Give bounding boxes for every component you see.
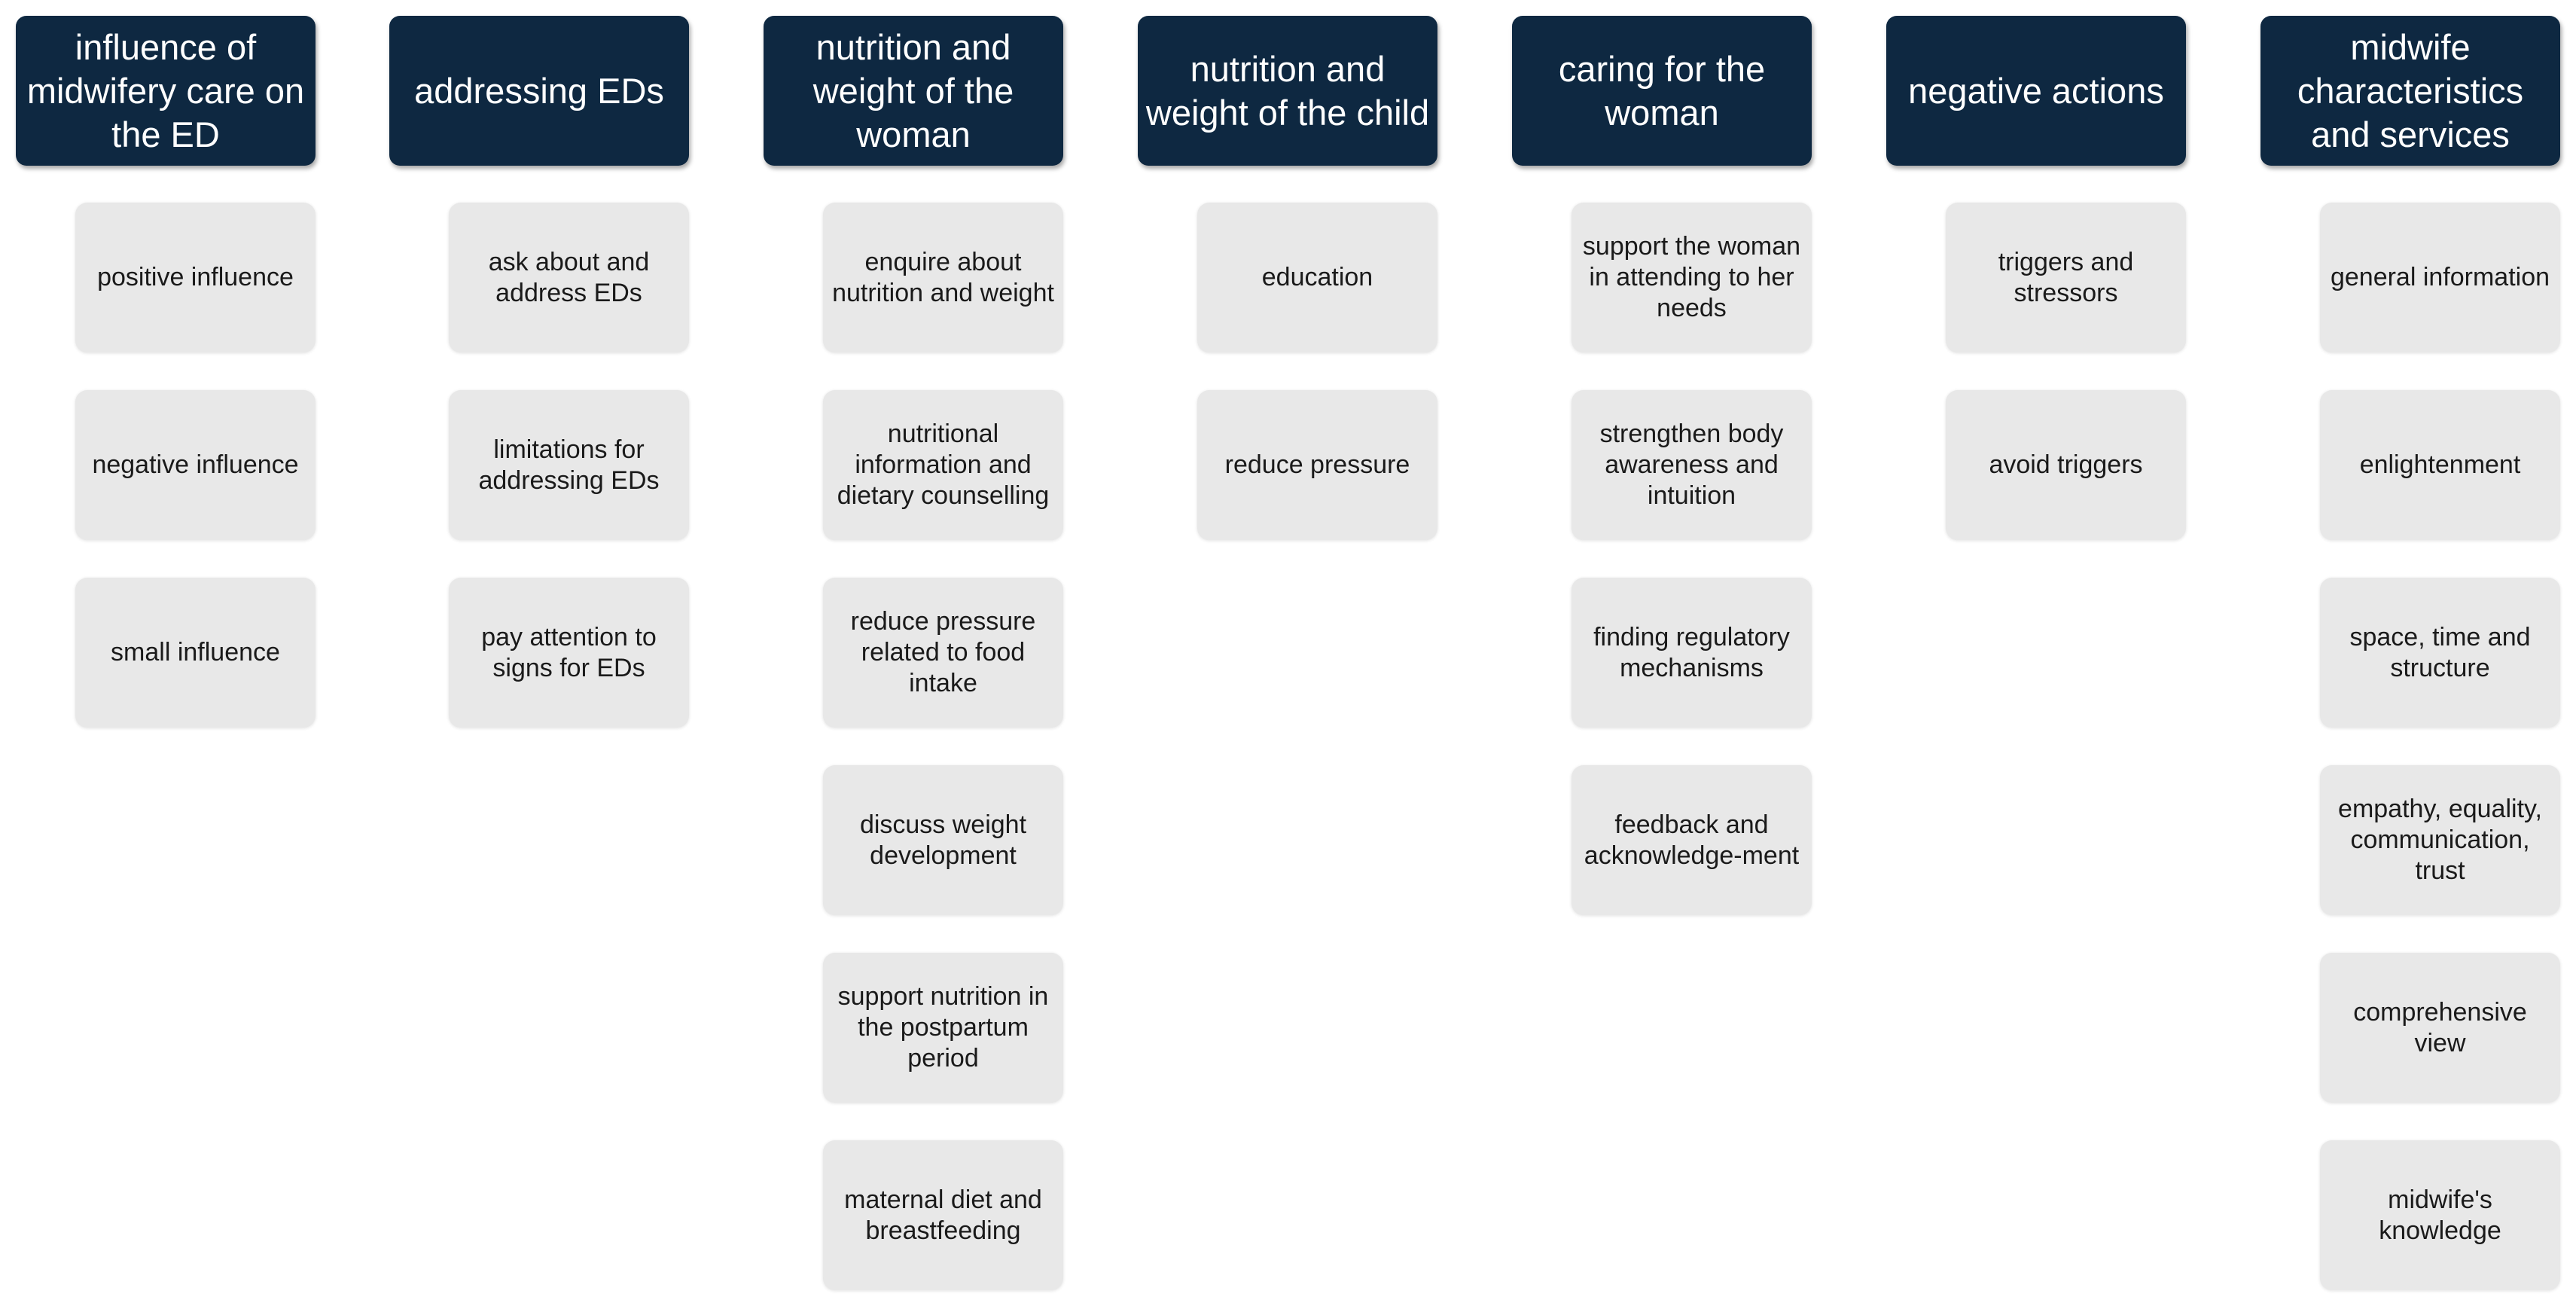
column-negative-actions: negative actions triggers and stressors …: [1886, 0, 2187, 1306]
item-card: comprehensive view: [2320, 953, 2560, 1103]
item-card: triggers and stressors: [1946, 203, 2186, 352]
item-card: reduce pressure related to food intake: [823, 578, 1063, 728]
column-header: midwife characteristics and services: [2260, 16, 2560, 166]
item-card: space, time and structure: [2320, 578, 2560, 728]
column-influence-of-midwifery-care: influence of midwifery care on the ED po…: [16, 0, 317, 1306]
column-header: negative actions: [1886, 16, 2186, 166]
column-header: influence of midwifery care on the ED: [16, 16, 316, 166]
column-nutrition-weight-woman: nutrition and weight of the woman enquir…: [764, 0, 1065, 1306]
item-card: discuss weight development: [823, 765, 1063, 915]
item-card: midwife's knowledge: [2320, 1140, 2560, 1290]
item-card: general information: [2320, 203, 2560, 352]
item-card: small influence: [75, 578, 316, 728]
item-card: maternal diet and breastfeeding: [823, 1140, 1063, 1290]
item-card: negative influence: [75, 390, 316, 540]
item-card: support nutrition in the postpartum peri…: [823, 953, 1063, 1103]
column-midwife-characteristics: midwife characteristics and services gen…: [2260, 0, 2562, 1306]
item-card: pay attention to signs for EDs: [449, 578, 689, 728]
item-card: support the woman in attending to her ne…: [1572, 203, 1812, 352]
column-addressing-eds: addressing EDs ask about and address EDs…: [389, 0, 690, 1306]
item-card: ask about and address EDs: [449, 203, 689, 352]
item-card: education: [1197, 203, 1437, 352]
item-card: avoid triggers: [1946, 390, 2186, 540]
column-header: nutrition and weight of the woman: [764, 16, 1063, 166]
item-card: empathy, equality, communication, trust: [2320, 765, 2560, 915]
item-card: feedback and acknowledge-ment: [1572, 765, 1812, 915]
column-header: caring for the woman: [1512, 16, 1812, 166]
item-card: enlightenment: [2320, 390, 2560, 540]
item-card: positive influence: [75, 203, 316, 352]
item-card: nutritional information and dietary coun…: [823, 390, 1063, 540]
column-header: nutrition and weight of the child: [1138, 16, 1437, 166]
item-card: reduce pressure: [1197, 390, 1437, 540]
column-header: addressing EDs: [389, 16, 689, 166]
item-card: limitations for addressing EDs: [449, 390, 689, 540]
item-card: strengthen body awareness and intuition: [1572, 390, 1812, 540]
column-caring-for-woman: caring for the woman support the woman i…: [1512, 0, 1813, 1306]
item-card: finding regulatory mechanisms: [1572, 578, 1812, 728]
item-card: enquire about nutrition and weight: [823, 203, 1063, 352]
column-nutrition-weight-child: nutrition and weight of the child educat…: [1138, 0, 1439, 1306]
